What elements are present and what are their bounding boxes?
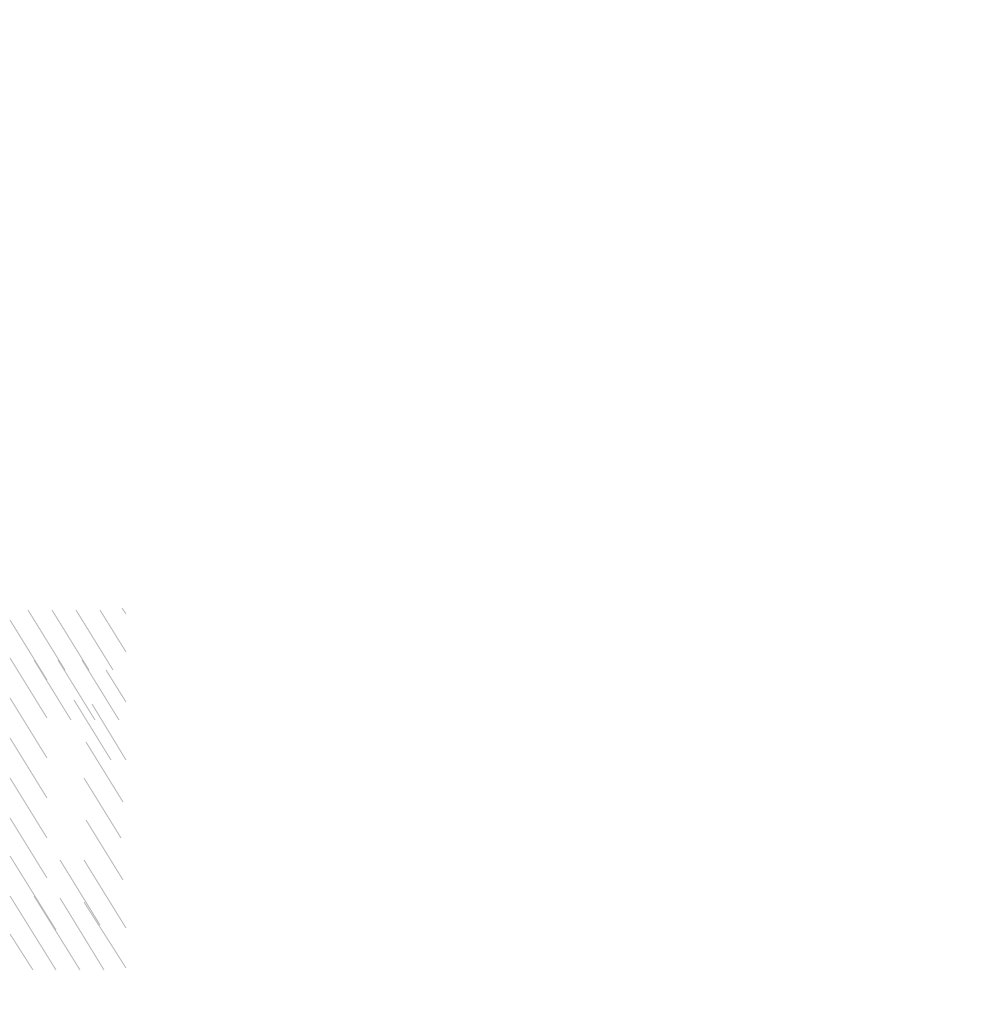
hatch-line (51, 609, 90, 671)
hatch-line (83, 859, 127, 929)
hatch-line (33, 659, 72, 721)
hatch-line (85, 819, 124, 881)
hatch-line (9, 619, 48, 681)
hatch-line (59, 897, 105, 971)
hatch-line (9, 817, 48, 879)
hatch-line (9, 855, 57, 931)
hatch-line (91, 703, 127, 761)
hatch-line (73, 699, 112, 761)
hatch-line (75, 609, 114, 671)
hatch-line (83, 777, 122, 839)
hatch-line (105, 669, 127, 703)
hatch-line (9, 737, 48, 799)
hatch-line (9, 777, 48, 839)
hatch-line (81, 659, 120, 721)
hatch-line (9, 697, 48, 759)
hatch-line (27, 609, 66, 671)
hatch-line (59, 859, 101, 926)
hatch-line (57, 659, 96, 721)
hatch-line (9, 933, 34, 971)
hatch-line (85, 741, 124, 803)
hatch-line (9, 657, 48, 719)
hatch-line (99, 609, 127, 653)
hatch-line (83, 901, 127, 969)
hatch-line (33, 895, 81, 971)
hatch-line (9, 895, 57, 971)
hatch-line (121, 607, 127, 615)
